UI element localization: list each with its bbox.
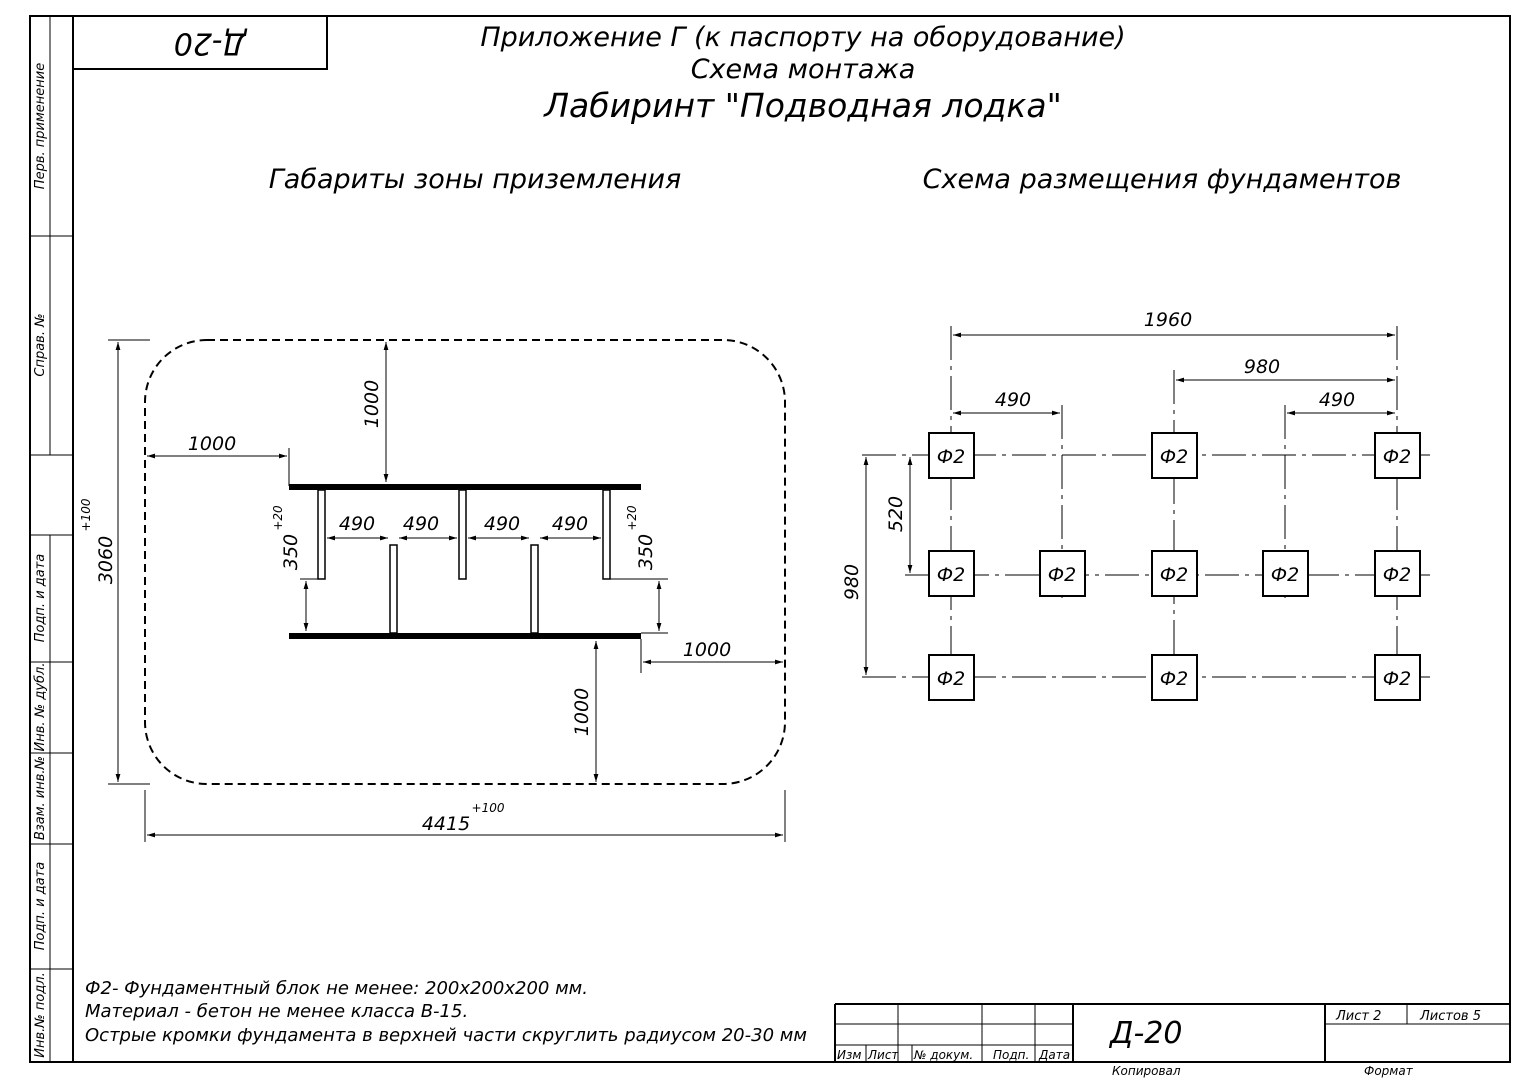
header-line1: Приложение Г (к паспорту на оборудование… [480,22,1125,53]
tb-doc-num: № докум. [913,1048,973,1062]
foundation-block: Ф2 [1039,550,1086,597]
dim-height-tol: +100 [79,498,93,531]
foundation-block: Ф2 [928,654,975,701]
landing-zone-diagram: 3060 +100 4415 +100 1000 1000 1000 1000 … [79,339,786,842]
foundation-block: Ф2 [1374,550,1421,597]
sidebar-label: Инв. № дубл. [33,663,48,752]
svg-text:Ф2: Ф2 [937,446,965,468]
foundation-block: Ф2 [1151,550,1198,597]
dim-span: 490 [484,513,520,535]
foundation-block: Ф2 [1262,550,1309,597]
landing-zone-outline [144,339,786,785]
note-line2: Материал - бетон не менее класса В-15. [85,1001,468,1022]
dim-right-gap: 1000 [683,639,731,661]
dim-bottom-gap: 1000 [571,688,593,736]
dim-span: 490 [552,513,588,535]
sidebar-label: Инв.№ подл. [33,972,48,1058]
dim-depth-right: 350 [635,534,657,570]
sidebar-label: Подп. и дата [33,554,48,643]
sidebar-label: Взам. инв.№ [33,756,48,840]
sidebar-columns [30,16,73,1062]
dim-v520: 520 [885,496,907,532]
note-line1: Ф2- Фундаментный блок не менее: 200х200х… [85,978,588,999]
note-line3: Острые кромки фундамента в верхней части… [85,1025,807,1046]
svg-text:Ф2: Ф2 [937,564,965,586]
dim-width: 4415 [422,813,470,835]
tb-sheet: Лист 2 [1335,1009,1381,1024]
title-block [834,1003,1510,1062]
labyrinth-structure [289,484,641,639]
svg-text:Ф2: Ф2 [1271,564,1299,586]
svg-text:Ф2: Ф2 [937,668,965,690]
header-line2: Схема монтажа [691,54,916,85]
dim-span: 490 [339,513,375,535]
foundation-block: Ф2 [1374,654,1421,701]
dim-right-490: 490 [1319,389,1355,411]
code-stamp-box [72,15,328,70]
sidebar-label: Справ. № [33,313,48,376]
dim-depth-right-tol: +20 [625,505,639,531]
tb-code: Д-20 [1108,1016,1182,1051]
svg-text:Ф2: Ф2 [1160,668,1188,690]
foundation-block: Ф2 [928,550,975,597]
dim-top-gap: 1000 [361,380,383,428]
foundation-block: Ф2 [1151,432,1198,479]
svg-text:Ф2: Ф2 [1383,564,1411,586]
code-stamp-text: Д-20 [174,26,248,61]
dim-span: 490 [403,513,439,535]
dim-left-490: 490 [995,389,1031,411]
dim-depth-left: 350 [280,534,302,570]
header-line3: Лабиринт "Подводная лодка" [543,86,1062,125]
dim-width-tol: +100 [472,801,505,815]
svg-text:Ф2: Ф2 [1160,564,1188,586]
sidebar-label: Подп. и дата [33,862,48,951]
tb-izm: Изм [837,1048,861,1062]
sidebar-label: Перв. применение [33,63,48,189]
sheet-frame [29,15,1511,1063]
tb-list: Лист [867,1048,899,1062]
dim-depth-left-tol: +20 [271,505,285,531]
foundation-block: Ф2 [1374,432,1421,479]
right-view-title: Схема размещения фундаментов [923,164,1402,195]
svg-text:Ф2: Ф2 [1383,668,1411,690]
foundation-block: Ф2 [928,432,975,479]
tb-format: Формат [1364,1064,1414,1078]
tb-podp: Подп. [993,1048,1029,1062]
dim-height: 3060 [95,536,117,584]
foundation-block: Ф2 [1151,654,1198,701]
dim-total: 1960 [1144,309,1192,331]
tb-copied: Копировал [1112,1064,1181,1078]
left-view-title: Габариты зоны приземления [269,164,682,195]
dim-half: 980 [1244,356,1280,378]
dim-left-gap: 1000 [188,433,236,455]
tb-data: Дата [1038,1048,1070,1062]
foundation-layout-diagram: 1960 980 490 490 520 980 Ф2 Ф2 Ф2 Ф2 Ф2 … [841,309,1430,701]
svg-text:Ф2: Ф2 [1048,564,1076,586]
tb-sheets: Листов 5 [1419,1009,1481,1024]
svg-text:Ф2: Ф2 [1383,446,1411,468]
dim-v980: 980 [841,564,863,600]
svg-text:Ф2: Ф2 [1160,446,1188,468]
